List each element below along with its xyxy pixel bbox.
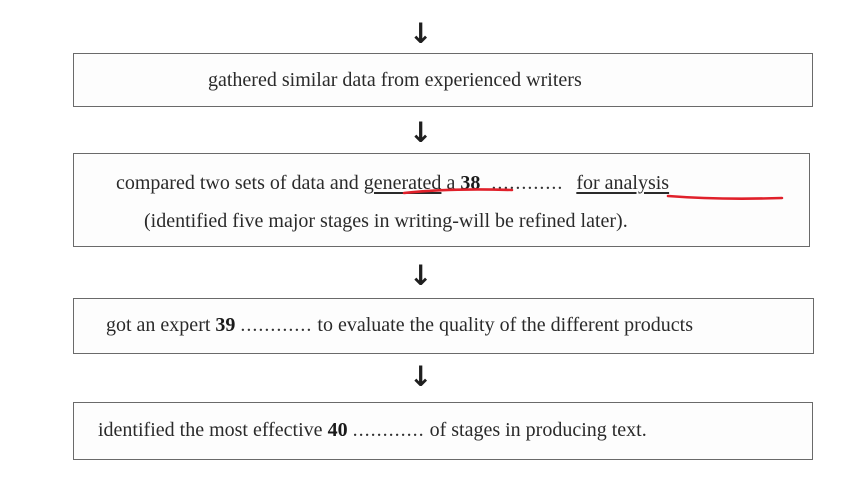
step-3-text-a: got an expert — [106, 314, 216, 336]
arrow-down-icon: ↓ — [409, 360, 433, 393]
step-2-text-a: compared two sets of data and — [116, 172, 364, 194]
step-2-line-1: compared two sets of data and generated … — [116, 172, 669, 195]
step-2-underlined-for-analysis: for analysis — [576, 172, 670, 194]
arrow-down-icon: ↓ — [409, 116, 433, 149]
step-2-underlined-generated: generated — [363, 172, 442, 194]
answer-blank-39[interactable]: ............ — [240, 314, 313, 336]
answer-blank-40[interactable]: ............ — [352, 419, 425, 441]
step-4-text-a: identified the most effective — [98, 419, 328, 441]
step-3-text: got an expert 39 ............ to evaluat… — [106, 314, 693, 337]
step-2-line-2: (identified five major stages in writing… — [144, 210, 628, 232]
question-number-39: 39 — [215, 314, 236, 336]
flow-step-box-3: got an expert 39 ............ to evaluat… — [73, 298, 814, 354]
step-2-text-b: a — [441, 172, 461, 194]
step-4-text-b: of stages in producing text. — [424, 419, 647, 441]
question-number-40: 40 — [327, 419, 348, 441]
step-4-text: identified the most effective 40 .......… — [98, 419, 647, 442]
flow-step-box-1: gathered similar data from experienced w… — [73, 53, 813, 107]
arrow-down-icon: ↓ — [409, 259, 433, 292]
step-3-text-b: to evaluate the quality of the different… — [312, 314, 694, 336]
step-1-text: gathered similar data from experienced w… — [208, 69, 582, 91]
flow-step-box-4: identified the most effective 40 .......… — [73, 402, 813, 460]
answer-blank-38[interactable]: ............ — [491, 172, 564, 194]
arrow-down-icon: ↓ — [409, 17, 433, 50]
question-number-38: 38 — [460, 172, 481, 194]
flow-step-box-2: compared two sets of data and generated … — [73, 153, 810, 247]
